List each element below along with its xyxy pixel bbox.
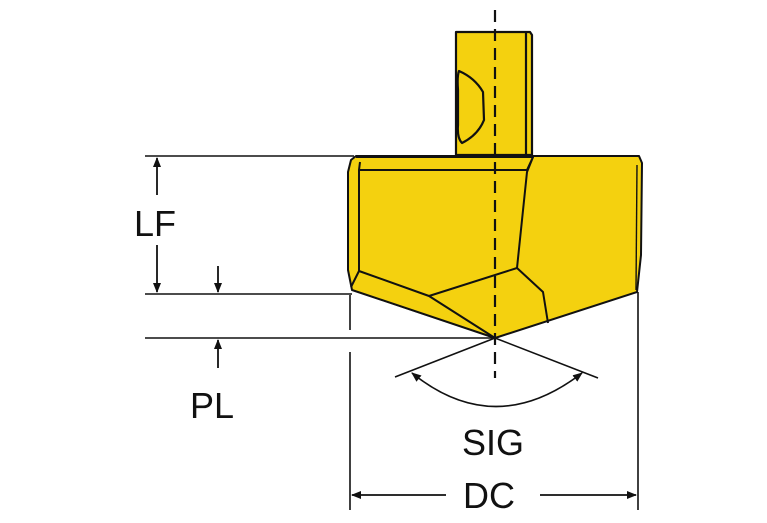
shank-flat [456,69,486,145]
extension-lines [145,155,639,510]
sig-label: SIG [462,422,524,463]
pl-label: PL [190,385,234,426]
lf-label: LF [134,203,176,244]
dc-label: DC [463,475,515,516]
sig-dimension [394,337,599,408]
